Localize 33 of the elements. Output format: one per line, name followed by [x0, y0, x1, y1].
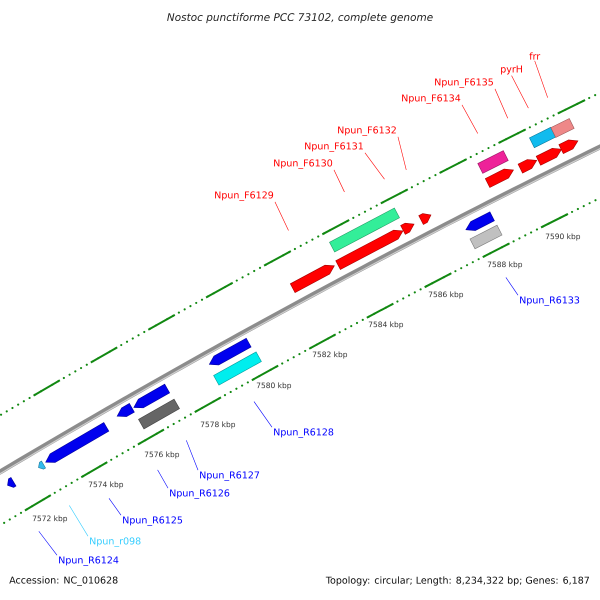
gene-label: Npun_R6125 — [123, 516, 182, 526]
leader-line — [38, 530, 58, 556]
leader-line — [108, 498, 122, 516]
leader-line — [364, 152, 385, 180]
gene-label: Npun_R6124 — [59, 556, 118, 566]
leader-line — [506, 277, 518, 296]
gene-label: Npun_F6129 — [215, 191, 274, 201]
title: Nostoc punctiforme PCC 73102, complete genome — [167, 12, 433, 24]
gene-label: Npun_R6128 — [274, 428, 334, 438]
gene-label: Npun_F6135 — [435, 78, 493, 88]
leader-line — [186, 440, 198, 470]
leader-line — [274, 202, 289, 231]
gene-label: Npun_R6126 — [170, 489, 230, 499]
gene-label: Npun_R6127 — [200, 471, 260, 481]
leader-line — [157, 470, 168, 488]
leader-line — [494, 88, 508, 119]
gene-label: Npun_F6132 — [338, 126, 396, 136]
leader-line — [462, 104, 478, 134]
gene-label: Npun_F6130 — [274, 159, 332, 169]
leader-line — [398, 136, 407, 170]
gene-label: Npun_R6133 — [520, 296, 580, 306]
gene-label: Npun_F6134 — [402, 94, 460, 104]
leader-line — [69, 505, 88, 536]
gene-label: Npun_r098 — [90, 537, 141, 547]
footer-text: Accession: NC_010628 — [9, 576, 118, 586]
leader-line — [334, 170, 345, 192]
leader-line — [534, 60, 548, 98]
gene-label: frr — [529, 52, 540, 60]
gene-label: Npun_F6131 — [305, 142, 363, 152]
footer-text: Topology: circular; Length: 8,234,322 bp; Genes: 6,187 — [326, 576, 589, 586]
leader-line — [254, 401, 272, 428]
leader-line — [511, 75, 529, 108]
gene-label: pyrH — [501, 66, 522, 74]
